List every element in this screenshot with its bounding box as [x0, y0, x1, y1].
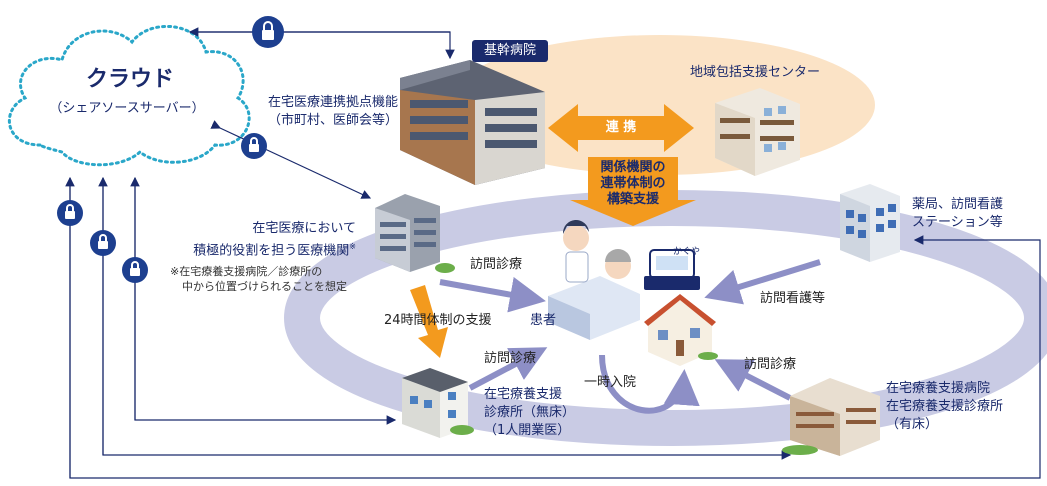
patient-label: 患者 [530, 313, 557, 328]
hospital-with-bed-building [782, 378, 880, 456]
pharmacy-label: 薬局、訪問看護 ステーション等 [912, 196, 1042, 232]
home-care-hub-label: 在宅医療連携拠点機能 （市町村、医師会等） [238, 94, 398, 130]
active-institution-label: 在宅医療において 積極的役割を担う医療機関※ [180, 220, 356, 260]
lock-icon [252, 16, 284, 48]
patient-house [644, 294, 718, 366]
note-label: ※在宅療養支援病院／診療所の 中から位置づけられることを想定 [170, 264, 380, 294]
hospital-line: 在宅療養支援診療所 [886, 399, 1004, 414]
clinic-line: 診療所（無床） [484, 405, 576, 420]
visit-care-label-3: 訪問診療 [744, 357, 797, 372]
lock-icon [57, 200, 83, 226]
hospital-line: （有床） [886, 417, 939, 432]
support-24h-arrow [410, 285, 448, 358]
temp-admission-arrow [599, 354, 700, 414]
active-institution-building [375, 194, 455, 273]
visit-arrow-3 [714, 359, 792, 401]
line-cloud-institution [210, 120, 372, 199]
regional-center-label: 地域包括支援センター [690, 65, 821, 80]
support-label: 関係機関の 連帯体制の 構築支援 [582, 160, 684, 208]
cooperation-arrow [548, 104, 694, 152]
lock-icon [241, 133, 267, 159]
core-hospital-building [400, 60, 545, 185]
line-cloud-core [190, 31, 455, 60]
clinic-line: （1人開業医） [484, 423, 571, 438]
clinic-building [402, 368, 474, 438]
visit-nursing-arrow [704, 259, 821, 305]
regional-center-building [715, 88, 800, 176]
support-line: 連帯体制の [600, 176, 666, 191]
visit-arrow-1 [439, 276, 546, 313]
lock-icon [122, 257, 148, 283]
home-care-hub-line: （市町村、医師会等） [267, 113, 398, 128]
core-hospital-badge: 基幹病院 [472, 40, 548, 62]
visit-arrow-2 [468, 347, 548, 391]
lock-icon [90, 230, 116, 256]
visit-nursing-label: 訪問看護等 [760, 291, 826, 306]
cloud-subtitle: （シェアソースサーバー） [49, 101, 205, 116]
note-line: ※在宅療養支援病院／診療所の [170, 265, 323, 278]
active-institution-line: 在宅医療において [252, 221, 356, 236]
device-brand-label: かぐや [673, 247, 701, 257]
note-line: 中から位置づけられることを想定 [182, 280, 347, 293]
note-mark: ※ [349, 242, 356, 251]
visit-care-label-1: 訪問診療 [470, 257, 523, 272]
patient-bed [548, 219, 640, 340]
clinic-line: 在宅療養支援 [484, 387, 563, 402]
support-line: 構築支援 [606, 192, 659, 207]
pharmacy-line: 薬局、訪問看護 [912, 197, 1004, 212]
temp-admission-label: 一時入院 [584, 375, 637, 390]
cooperation-label: 連 携 [605, 120, 637, 135]
support-line: 関係機関の [600, 160, 666, 175]
kaguya-device [644, 249, 700, 290]
clinic-no-bed-label: 在宅療養支援 診療所（無床） （1人開業医） [484, 386, 604, 440]
cloud-title: クラウド [85, 67, 174, 92]
cloud-shape [7, 24, 251, 167]
active-institution-line: 積極的役割を担う医療機関 [193, 243, 350, 259]
visit-care-label-2: 訪問診療 [484, 351, 537, 366]
support-arrow [570, 157, 696, 226]
support-24h-label: 24時間体制の支援 [384, 313, 492, 328]
hospital-with-bed-label: 在宅療養支援病院 在宅療養支援診療所 （有床） [886, 380, 1036, 434]
pharmacy-building [840, 184, 900, 262]
hospital-line: 在宅療養支援病院 [886, 381, 991, 396]
pharmacy-line: ステーション等 [912, 215, 1003, 230]
home-care-hub-line: 在宅医療連携拠点機能 [267, 95, 398, 110]
